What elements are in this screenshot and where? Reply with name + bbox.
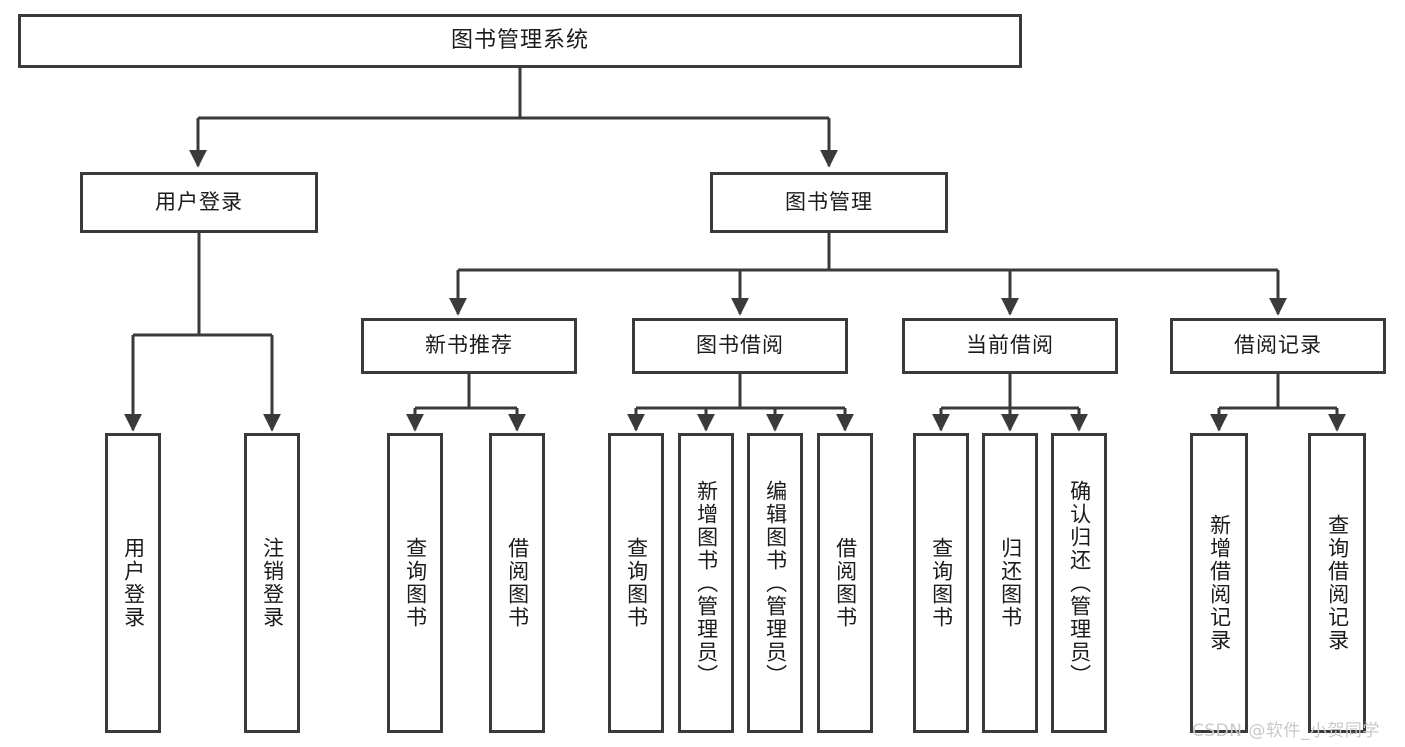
leaf-user-login-label: 用户登录: [121, 537, 146, 629]
leaf-query-book-current-label: 查询图书: [929, 537, 954, 629]
leaf-confirm-return-admin-label: 确认归还（管理员）: [1067, 479, 1092, 687]
node-user-login-label: 用户登录: [155, 189, 243, 214]
node-current-borrow-label: 当前借阅: [966, 333, 1054, 358]
leaf-edit-book-admin-label: 编辑图书（管理员）: [763, 479, 788, 687]
leaf-query-borrow-record-label: 查询借阅记录: [1325, 514, 1350, 652]
leaf-logout[interactable]: 注销登录: [244, 433, 300, 733]
leaf-borrow-book[interactable]: 借阅图书: [817, 433, 873, 733]
leaf-query-book-recommend-label: 查询图书: [403, 537, 428, 629]
node-user-login[interactable]: 用户登录: [80, 172, 318, 233]
leaf-query-book-borrow[interactable]: 查询图书: [608, 433, 664, 733]
node-new-book-recommend-label: 新书推荐: [425, 333, 513, 358]
leaf-borrow-book-label: 借阅图书: [833, 537, 858, 629]
leaf-return-book-label: 归还图书: [998, 537, 1023, 629]
leaf-user-login[interactable]: 用户登录: [105, 433, 161, 733]
leaf-add-borrow-record[interactable]: 新增借阅记录: [1190, 433, 1248, 733]
leaf-borrow-book-recommend[interactable]: 借阅图书: [489, 433, 545, 733]
csdn-watermark: CSDN @软件_小贺同学: [1192, 721, 1380, 741]
node-book-borrow-label: 图书借阅: [696, 333, 784, 358]
node-borrow-records[interactable]: 借阅记录: [1170, 318, 1386, 374]
node-book-management-label: 图书管理: [785, 189, 873, 214]
node-current-borrow[interactable]: 当前借阅: [902, 318, 1118, 374]
leaf-add-book-admin[interactable]: 新增图书（管理员）: [678, 433, 734, 733]
node-book-management[interactable]: 图书管理: [710, 172, 948, 233]
node-borrow-records-label: 借阅记录: [1234, 333, 1322, 358]
leaf-edit-book-admin[interactable]: 编辑图书（管理员）: [747, 433, 803, 733]
node-book-borrow[interactable]: 图书借阅: [632, 318, 848, 374]
leaf-query-book-recommend[interactable]: 查询图书: [387, 433, 443, 733]
node-new-book-recommend[interactable]: 新书推荐: [361, 318, 577, 374]
node-root-label: 图书管理系统: [450, 27, 589, 53]
node-root[interactable]: 图书管理系统: [18, 14, 1022, 68]
leaf-query-book-current[interactable]: 查询图书: [913, 433, 969, 733]
leaf-query-book-borrow-label: 查询图书: [624, 537, 649, 629]
leaf-add-book-admin-label: 新增图书（管理员）: [694, 479, 719, 687]
leaf-confirm-return-admin[interactable]: 确认归还（管理员）: [1051, 433, 1107, 733]
leaf-add-borrow-record-label: 新增借阅记录: [1207, 514, 1232, 652]
leaf-borrow-book-recommend-label: 借阅图书: [505, 537, 530, 629]
leaf-query-borrow-record[interactable]: 查询借阅记录: [1308, 433, 1366, 733]
leaf-logout-label: 注销登录: [260, 537, 285, 629]
leaf-return-book[interactable]: 归还图书: [982, 433, 1038, 733]
